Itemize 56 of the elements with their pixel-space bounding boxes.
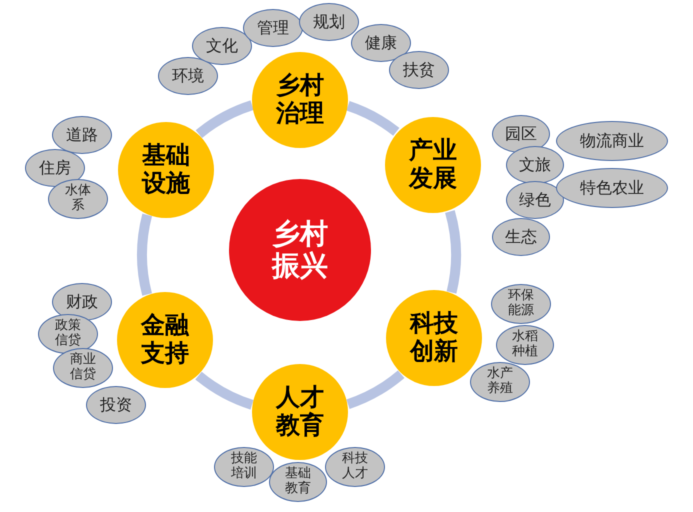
keyword-label: 水稻种植 [511,330,539,360]
keyword-ellipse [48,179,108,219]
keyword-label: 管理 [256,18,290,38]
keyword-label: 道路 [65,126,99,144]
ring-segment [196,100,254,138]
topic-label: 产业发展 [408,137,458,193]
keyword-ellipse [214,447,274,487]
keyword-label: 环保能源 [507,289,535,319]
keyword-ellipse [470,362,530,402]
ring-segment [196,372,254,410]
keyword-ellipse [52,116,112,154]
keyword-ellipse [496,325,554,365]
keyword-label: 特色农业 [579,178,645,198]
topic-label: 基础设施 [141,142,191,198]
keyword-ellipse [506,146,564,184]
keyword-ellipse [325,447,385,487]
keyword-label: 园区 [504,124,538,144]
keyword-label: 生态 [504,228,538,246]
keyword-ellipse [351,24,411,62]
keyword-label: 健康 [364,34,398,52]
keyword-ellipse [269,462,327,502]
keyword-label: 投资 [99,396,133,414]
keyword-ellipse [299,3,359,41]
keyword-ellipse [243,9,303,47]
keyword-ellipse [192,27,252,65]
keyword-ellipse [53,348,113,388]
keyword-label: 文旅 [518,156,552,174]
keyword-label: 水产养殖 [486,367,514,397]
keyword-label: 水体系 [64,184,92,214]
keyword-label: 绿色 [518,190,552,210]
keyword-label: 政策信贷 [54,319,82,349]
keyword-ellipse [556,168,668,208]
keyword-ellipse [556,121,668,161]
ring-segment [137,214,152,296]
topic-label: 金融支持 [140,312,190,368]
topic-label: 科技创新 [409,310,459,366]
topic-label: 人才教育 [275,384,325,440]
keyword-label: 扶贫 [402,60,436,80]
keyword-label: 住房 [38,158,72,178]
keyword-ellipse [158,57,218,95]
topic-label: 乡村治理 [275,72,325,128]
keyword-label: 科技人才 [341,452,369,482]
ring-segment [346,370,404,409]
ring-segment [445,210,461,294]
keyword-label: 基础教育 [284,467,312,497]
keyword-label: 商业信贷 [69,353,97,383]
keyword-label: 规划 [312,12,346,32]
keyword-label: 物流商业 [579,132,645,150]
keyword-label: 技能培训 [230,452,258,482]
center-label: 乡村振兴 [271,218,329,282]
keyword-ellipse [86,386,146,424]
keyword-label: 财政 [65,292,99,312]
keyword-ellipse [389,51,449,89]
keyword-label: 环境 [171,66,205,86]
keyword-label: 文化 [205,36,239,56]
ring-segment [346,101,400,136]
